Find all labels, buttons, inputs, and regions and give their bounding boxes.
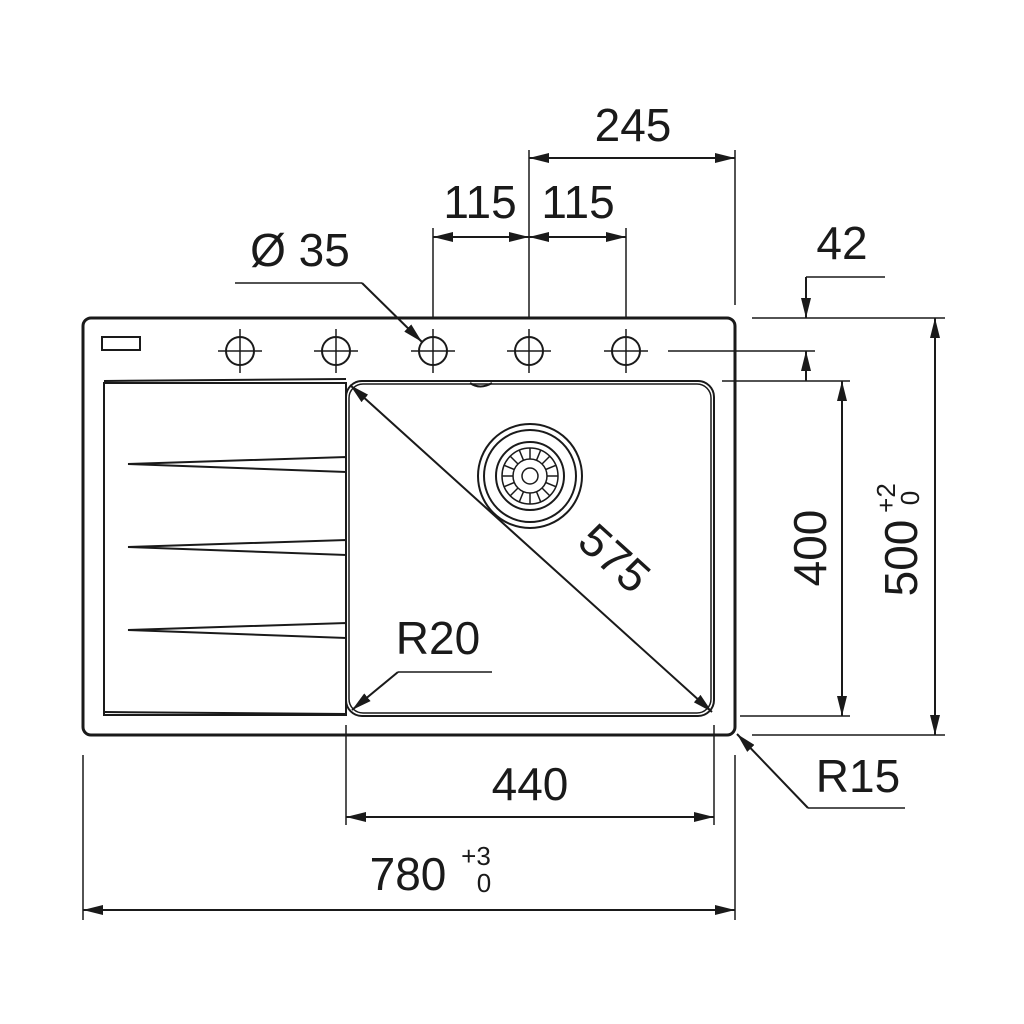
tap-hole-icon xyxy=(411,329,455,373)
drainer-top-edge xyxy=(103,378,347,382)
drainer-outline xyxy=(103,382,347,716)
tap-hole-icon xyxy=(314,329,358,373)
dim-label-440: 440 xyxy=(492,758,569,810)
leader-diameter-arrow xyxy=(361,282,423,343)
drainer-groove xyxy=(127,621,347,640)
leader-r15-arrow xyxy=(736,733,809,809)
drainer-bottom-edge xyxy=(103,711,347,715)
tap-hole-icon xyxy=(507,329,551,373)
dim-label-115-right: 115 xyxy=(541,176,614,228)
dim-tol-780-upper: +3 xyxy=(461,841,491,871)
dim-tol-500-upper: +2 xyxy=(871,483,901,513)
dim-label-500-group: 500 +2 0 xyxy=(871,483,927,596)
extension-lines xyxy=(82,150,945,920)
dim-label-400: 400 xyxy=(784,510,836,587)
overflow-plate xyxy=(101,336,141,351)
bowl-outline xyxy=(345,380,715,717)
dim-label-diameter: Ø 35 xyxy=(250,224,350,276)
dim-tol-780-lower: 0 xyxy=(477,868,491,898)
dim-label-r20: R20 xyxy=(396,612,480,664)
dim-label-575: 575 xyxy=(569,513,661,603)
dim-label-115-left: 115 xyxy=(443,176,516,228)
leader-r20-arrow xyxy=(351,671,399,711)
drainer-grooves xyxy=(127,455,347,640)
drain-waste-icon xyxy=(477,423,583,529)
dimension-lines xyxy=(83,153,940,915)
dim-label-r15: R15 xyxy=(816,750,900,802)
dim-line-575 xyxy=(349,384,713,713)
dim-label-42: 42 xyxy=(816,217,867,269)
drainer-groove xyxy=(127,455,347,474)
sink-outline xyxy=(81,316,737,737)
dim-label-500: 500 xyxy=(875,520,927,597)
drainer-groove xyxy=(127,538,347,557)
dim-label-780: 780 xyxy=(370,848,447,900)
tap-hole-icon xyxy=(218,329,262,373)
dim-tol-500-lower: 0 xyxy=(895,491,925,505)
tap-hole-icon xyxy=(604,329,648,373)
dim-label-245: 245 xyxy=(595,99,672,151)
tap-holes xyxy=(218,329,648,373)
